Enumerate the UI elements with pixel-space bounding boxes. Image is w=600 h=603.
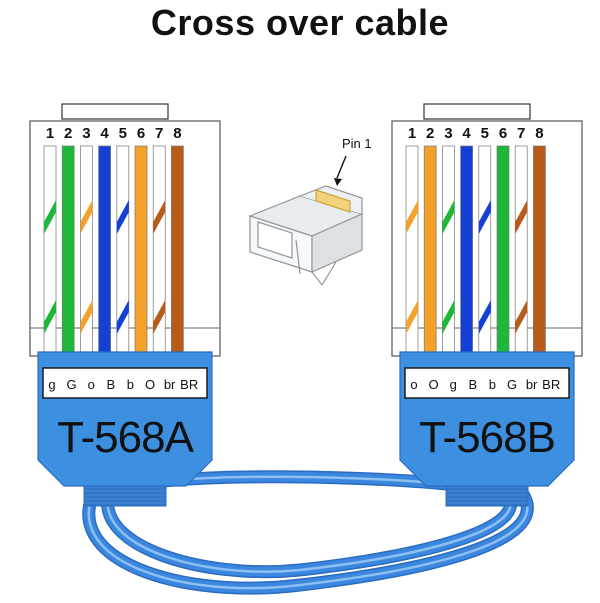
wire-1-stripe-1: [406, 300, 418, 334]
color-code-6: G: [507, 377, 517, 392]
pin-number-1: 1: [46, 125, 54, 142]
cable-highlight-1: [106, 488, 513, 573]
pin-number-1: 1: [408, 125, 416, 142]
wire-3-stripe-1: [80, 300, 93, 334]
wire-3-stripe-1: [442, 300, 455, 334]
pin-number-6: 6: [137, 125, 145, 142]
pin-number-4: 4: [100, 125, 109, 142]
wire-4: [460, 145, 473, 361]
wire-5-stripe-1: [478, 300, 491, 334]
pin1-label: Pin 1: [342, 136, 372, 151]
pin1-arrow: [336, 155, 347, 179]
rj45-plug-illustration: Pin 1: [248, 136, 372, 287]
pin1-arrowhead: [334, 178, 342, 186]
wire-5-stripe-0: [478, 200, 491, 234]
color-code-1: g: [48, 377, 55, 392]
wire-6: [134, 145, 148, 361]
wire-3-stripe-0: [442, 200, 455, 234]
wire-8: [533, 145, 546, 361]
color-code-7: br: [164, 377, 176, 392]
plug-body: [248, 185, 364, 287]
cable-highlight-0: [87, 488, 529, 590]
page-title: Cross over cable: [150, 2, 450, 43]
wire-1-stripe-1: [44, 300, 56, 334]
connector-latch-tab: [423, 103, 531, 120]
pin-number-7: 7: [155, 125, 163, 142]
wire-3-stripe-0: [80, 200, 93, 234]
standard-label: T-568B: [419, 413, 555, 462]
pin-number-5: 5: [119, 125, 127, 142]
pin-number-4: 4: [462, 125, 471, 142]
pin-number-8: 8: [535, 125, 543, 142]
pin-number-2: 2: [426, 125, 434, 142]
color-code-4: B: [468, 377, 477, 392]
color-code-8: BR: [542, 377, 560, 392]
wire-2: [423, 145, 437, 361]
wire-2: [61, 145, 75, 361]
pin-number-8: 8: [173, 125, 181, 142]
color-code-1: o: [410, 377, 417, 392]
wire-6: [496, 145, 510, 361]
color-code-box: [404, 367, 570, 399]
color-code-box: [42, 367, 208, 399]
color-code-3: g: [450, 377, 457, 392]
wire-7-stripe-1: [153, 300, 166, 334]
wire-5-stripe-0: [116, 200, 129, 234]
color-code-5: b: [127, 377, 134, 392]
pin-number-2: 2: [64, 125, 72, 142]
pin-number-7: 7: [517, 125, 525, 142]
standard-label: T-568A: [57, 413, 195, 462]
pin-number-3: 3: [444, 125, 452, 142]
color-code-7: br: [526, 377, 538, 392]
connector-latch-tab: [61, 103, 169, 120]
wire-7-stripe-0: [515, 200, 528, 234]
wire-1-stripe-0: [406, 200, 418, 234]
color-code-2: G: [67, 377, 77, 392]
color-code-3: o: [88, 377, 95, 392]
wire-7-stripe-1: [515, 300, 528, 334]
pin-number-6: 6: [499, 125, 507, 142]
pin-number-5: 5: [481, 125, 489, 142]
wire-5-stripe-1: [116, 300, 129, 334]
pin-number-3: 3: [82, 125, 90, 142]
wire-1-stripe-0: [44, 200, 56, 234]
wire-4: [98, 145, 111, 361]
wire-8: [171, 145, 184, 361]
color-code-6: O: [145, 377, 155, 392]
color-code-4: B: [106, 377, 115, 392]
color-code-5: b: [489, 377, 496, 392]
color-code-8: BR: [180, 377, 198, 392]
color-code-2: O: [429, 377, 439, 392]
wire-7-stripe-0: [153, 200, 166, 234]
